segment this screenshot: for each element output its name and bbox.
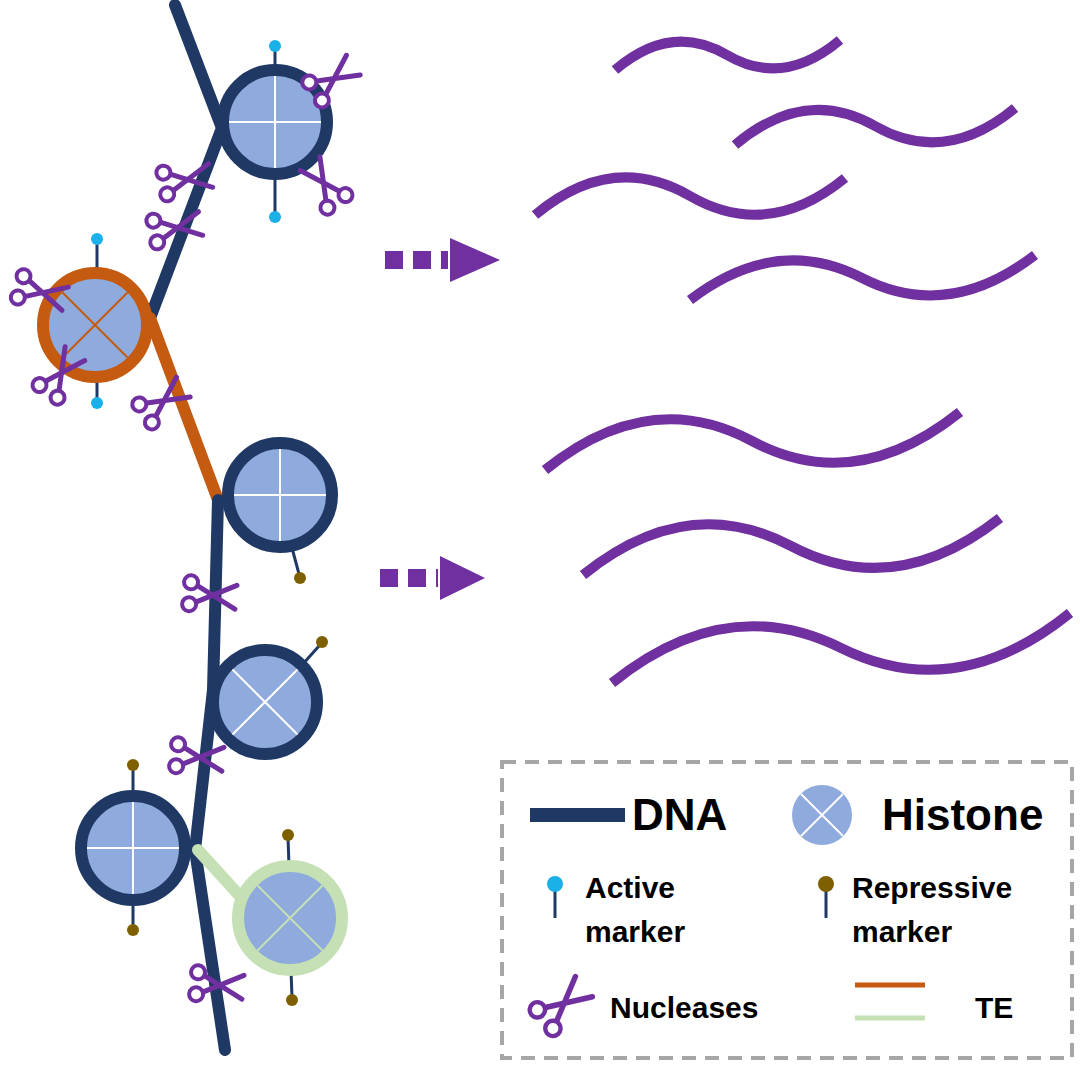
nucleosome-part [274,76,276,168]
read [535,177,845,215]
legend-label: Active marker [585,866,735,954]
te-nucleosome-part [91,233,103,245]
nucleosome-part [269,211,281,223]
read [583,518,1000,575]
legend-histone-sample [792,785,852,845]
nucleosome-part [269,40,281,52]
nucleosome-part [213,650,317,754]
nucleosome [223,40,327,223]
te-nucleosome-part [286,994,298,1006]
flow-arrow-part [380,569,438,587]
nucleosome-part [127,759,139,771]
legend-label: Nucleases [610,990,810,1026]
flow-arrow [385,238,500,282]
nucleosome-part [292,548,299,574]
legend-histone-sample-part [801,794,843,836]
te-nucleosome-part [282,829,294,841]
nucleosome-part [127,924,139,936]
nucleosome-part [316,636,328,648]
nucleosome-part [228,443,332,547]
te-nucleosome-part [63,293,128,358]
nucleosome-part [294,572,306,584]
te-nucleosome-part [258,886,323,951]
legend [502,762,1072,1058]
nuclease-group [9,50,363,1005]
nuclease [9,268,70,316]
flow-arrow-part [450,238,500,282]
read [612,613,1070,683]
read [615,40,840,70]
read [545,412,960,470]
nuclease [300,50,364,110]
legend-label: TE [975,990,1055,1026]
nucleosome-part [279,449,281,541]
flow-arrow [380,556,485,600]
nucleosome-part [233,670,298,735]
read [690,255,1035,300]
dna-segment [150,5,222,318]
nuclease [155,158,213,203]
nucleosome [81,759,185,936]
nuclease [145,206,203,251]
te-nucleosome [238,829,342,1006]
nucleosome-part [132,802,134,894]
nucleosome-part [274,176,277,214]
flow-arrow-part [440,556,485,600]
legend-label: DNA [632,792,792,838]
nuclease [30,343,90,407]
nucleosome-part [233,670,298,735]
te-nucleosome-part [258,886,323,951]
legend-histone-sample-part [792,785,852,845]
legend-frame [502,762,1072,1058]
sequencing-reads [535,40,1070,683]
nuclease [189,965,245,1005]
flow-arrow-part [385,251,448,269]
legend-te-sample [855,1016,925,1021]
te-nucleosome-part [91,397,103,409]
nuclease [169,737,225,777]
legend-dna-sample [530,808,625,822]
te-nucleosome-part [238,866,342,970]
nuclease [130,372,194,432]
legend-repressive-sample-part [818,876,834,892]
nucleosome [228,443,332,584]
legend-te-sample [855,983,925,988]
nuclease [182,575,238,615]
legend-active-sample [547,876,563,918]
legend-nuclease-sample [527,971,597,1039]
legend-label: Histone [882,792,1072,838]
read [735,108,1015,145]
nucleosome [213,636,328,754]
legend-histone-sample-part [801,794,843,836]
legend-active-sample-part [547,876,563,892]
te-nucleosome-part [63,293,128,358]
nucleosome-part [81,796,185,900]
legend-label: Repressive marker [852,866,1062,954]
nuclease [295,153,355,217]
legend-repressive-sample [818,876,834,918]
